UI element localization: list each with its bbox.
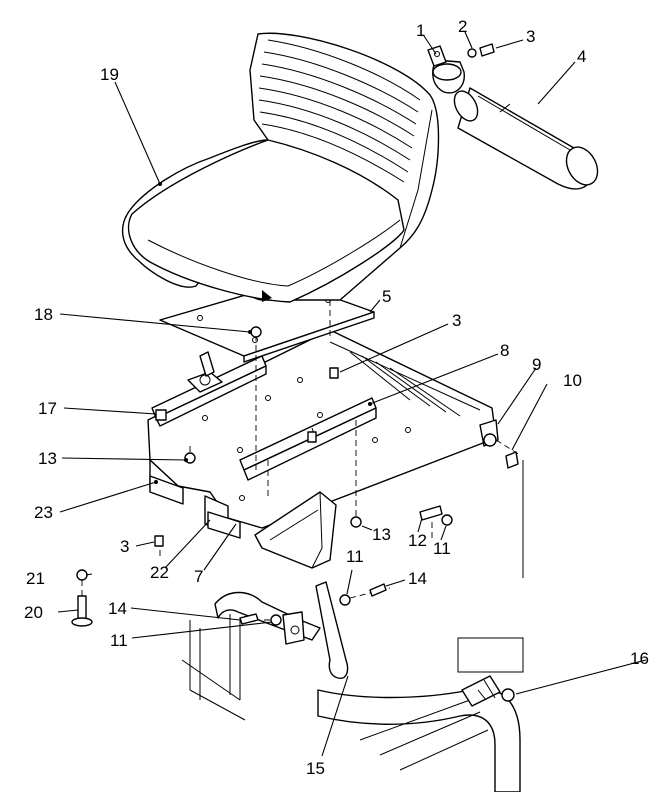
callout-18: 18	[34, 305, 53, 324]
slide-rail	[239, 397, 377, 481]
callout-1: 1	[416, 21, 425, 40]
callout-11: 11	[346, 547, 364, 566]
leader-lines	[57, 31, 647, 757]
callout-21: 21	[26, 569, 45, 588]
clamp-and-hardware	[427, 43, 495, 94]
callout-14: 14	[408, 569, 427, 588]
callout-3: 3	[452, 311, 461, 330]
callout-22: 22	[150, 563, 169, 582]
frame	[181, 591, 521, 792]
callout-4: 4	[577, 47, 586, 66]
callout-13: 13	[372, 525, 391, 544]
callout-16: 16	[630, 649, 649, 668]
callout-17: 17	[38, 399, 57, 418]
callout-15: 15	[306, 759, 325, 778]
callout-7: 7	[194, 567, 203, 586]
callout-14: 14	[108, 599, 127, 618]
callout-2: 2	[458, 17, 467, 36]
callout-9: 9	[532, 355, 541, 374]
cylinder-grip	[453, 87, 599, 190]
seat	[121, 32, 440, 303]
callout-3: 3	[120, 537, 129, 556]
adjuster-lever	[315, 581, 349, 679]
callout-8: 8	[500, 341, 509, 360]
callout-12: 12	[408, 531, 427, 550]
rear-panel	[457, 460, 524, 673]
callout-11: 11	[433, 539, 451, 558]
callout-13: 13	[38, 449, 57, 468]
seat-base-plate	[147, 329, 499, 569]
callout-10: 10	[563, 371, 582, 390]
callout-11: 11	[110, 631, 128, 650]
slide-rail-with-lever	[151, 351, 267, 427]
callout-labels: 1 2 3 4 19 5 18 3 8 9 10 17 13 23 3 22 7…	[24, 17, 649, 778]
callout-19: 19	[100, 65, 119, 84]
callout-3: 3	[526, 27, 535, 46]
callout-23: 23	[34, 503, 53, 522]
callout-20: 20	[24, 603, 43, 622]
callout-5: 5	[382, 287, 391, 306]
small-hardware	[71, 326, 519, 702]
